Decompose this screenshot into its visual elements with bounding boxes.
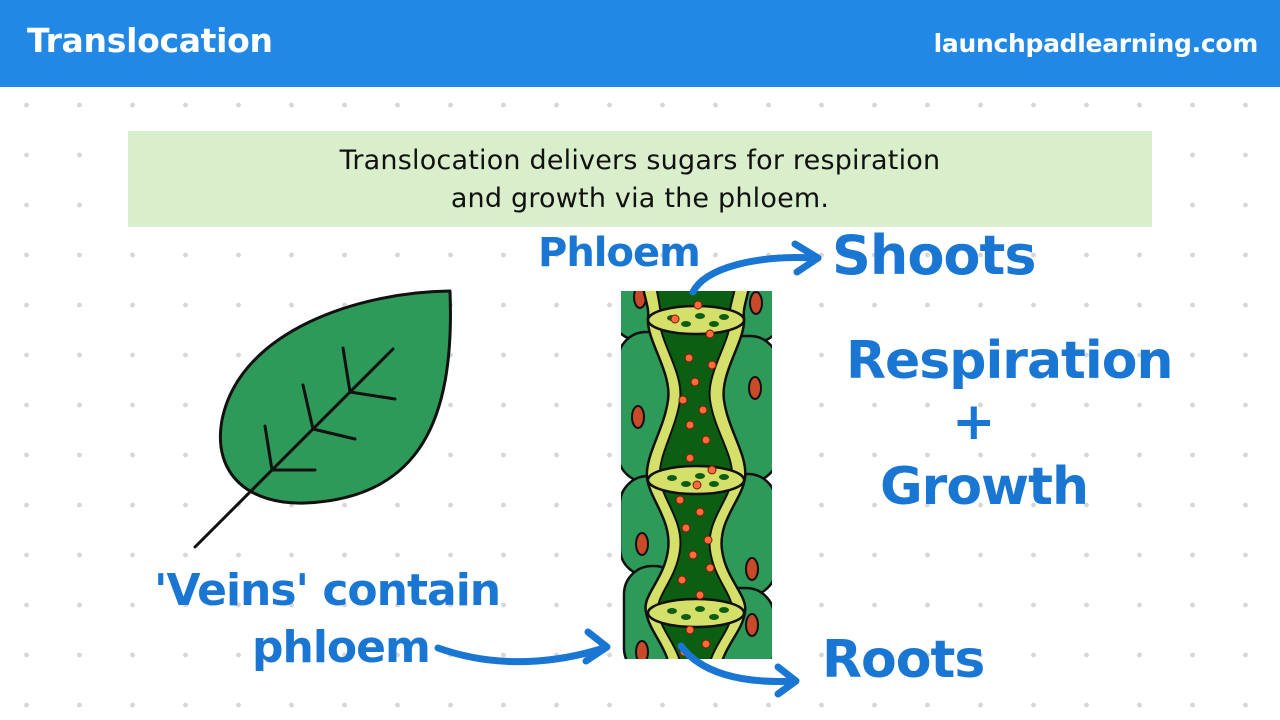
leaf-icon (193, 289, 452, 549)
label-veins-line1: 'Veins' contain (154, 565, 501, 616)
header-bar: Translocation launchpadlearning.com (0, 0, 1280, 87)
label-phloem: Phloem (538, 230, 701, 276)
summary-line-1: Translocation delivers sugars for respir… (339, 145, 941, 176)
label-plus: + (952, 392, 996, 452)
label-roots: Roots (822, 630, 985, 690)
summary-line-2: and growth via the phloem. (450, 183, 830, 214)
arrow-to-shoots-icon (689, 240, 822, 296)
label-growth: Growth (880, 457, 1089, 517)
label-veins-line2: phloem (252, 622, 431, 673)
phloem-tissue (621, 291, 772, 659)
arrow-veins-icon (434, 628, 611, 666)
arrow-to-roots-icon (677, 642, 800, 698)
label-respiration: Respiration (846, 331, 1173, 391)
site-name: launchpadlearning.com (933, 29, 1259, 58)
summary-box: Translocation delivers sugars for respir… (128, 131, 1152, 227)
page-title: Translocation (27, 21, 273, 60)
label-shoots: Shoots (832, 224, 1036, 287)
